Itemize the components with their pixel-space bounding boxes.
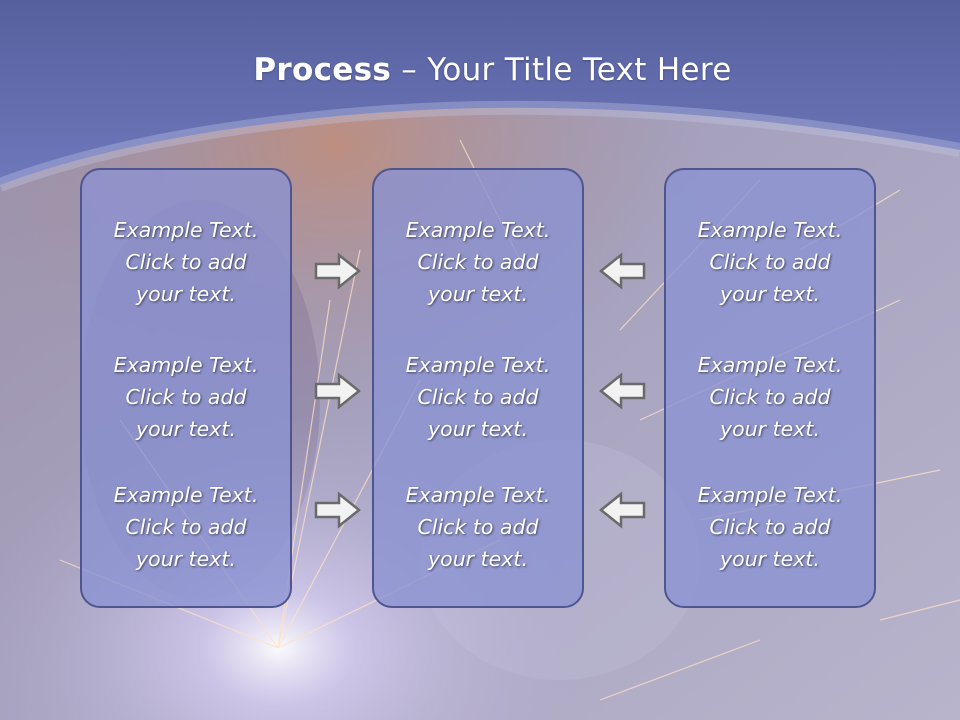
text-line: Example Text. [697,483,843,507]
text-line: your text. [720,282,820,306]
text-line: your text. [136,417,236,441]
right-process-box[interactable]: Example Text. Click to add your text. Ex… [664,168,876,608]
text-block[interactable]: Example Text. Click to add your text. [82,349,290,445]
arrow-right-icon[interactable] [313,371,363,411]
title-bold: Process [253,52,392,88]
text-block[interactable]: Example Text. Click to add your text. [374,349,582,445]
text-block[interactable]: Example Text. Click to add your text. [82,479,290,575]
arrow-right-icon[interactable] [313,251,363,291]
text-line: Example Text. [405,353,551,377]
arrow-left-icon[interactable] [597,490,647,530]
left-process-box[interactable]: Example Text. Click to add your text. Ex… [80,168,292,608]
arrow-right-icon[interactable] [313,490,363,530]
text-line: Click to add [125,515,247,539]
text-line: Click to add [709,250,831,274]
text-line: Click to add [125,250,247,274]
text-line: your text. [428,417,528,441]
center-process-box[interactable]: Example Text. Click to add your text. Ex… [372,168,584,608]
text-line: Example Text. [113,483,259,507]
text-line: your text. [136,547,236,571]
text-line: your text. [136,282,236,306]
title-dash: – [391,52,428,88]
text-block[interactable]: Example Text. Click to add your text. [666,349,874,445]
text-line: Click to add [125,385,247,409]
text-line: Click to add [417,385,539,409]
text-line: Example Text. [405,218,551,242]
text-line: Example Text. [697,218,843,242]
text-line: Click to add [709,515,831,539]
text-line: Example Text. [697,353,843,377]
arrow-left-icon[interactable] [597,371,647,411]
text-line: Click to add [417,250,539,274]
text-line: your text. [720,417,820,441]
text-line: Example Text. [113,218,259,242]
slide-title[interactable]: Process – Your Title Text Here [0,52,960,88]
text-line: Example Text. [405,483,551,507]
text-block[interactable]: Example Text. Click to add your text. [666,479,874,575]
text-line: Click to add [417,515,539,539]
text-line: Click to add [709,385,831,409]
text-block[interactable]: Example Text. Click to add your text. [374,479,582,575]
text-block[interactable]: Example Text. Click to add your text. [374,214,582,310]
text-line: Example Text. [113,353,259,377]
arrow-left-icon[interactable] [597,251,647,291]
text-line: your text. [428,282,528,306]
text-block[interactable]: Example Text. Click to add your text. [82,214,290,310]
text-block[interactable]: Example Text. Click to add your text. [666,214,874,310]
text-line: your text. [720,547,820,571]
text-line: your text. [428,547,528,571]
title-rest: Your Title Text Here [427,52,732,88]
